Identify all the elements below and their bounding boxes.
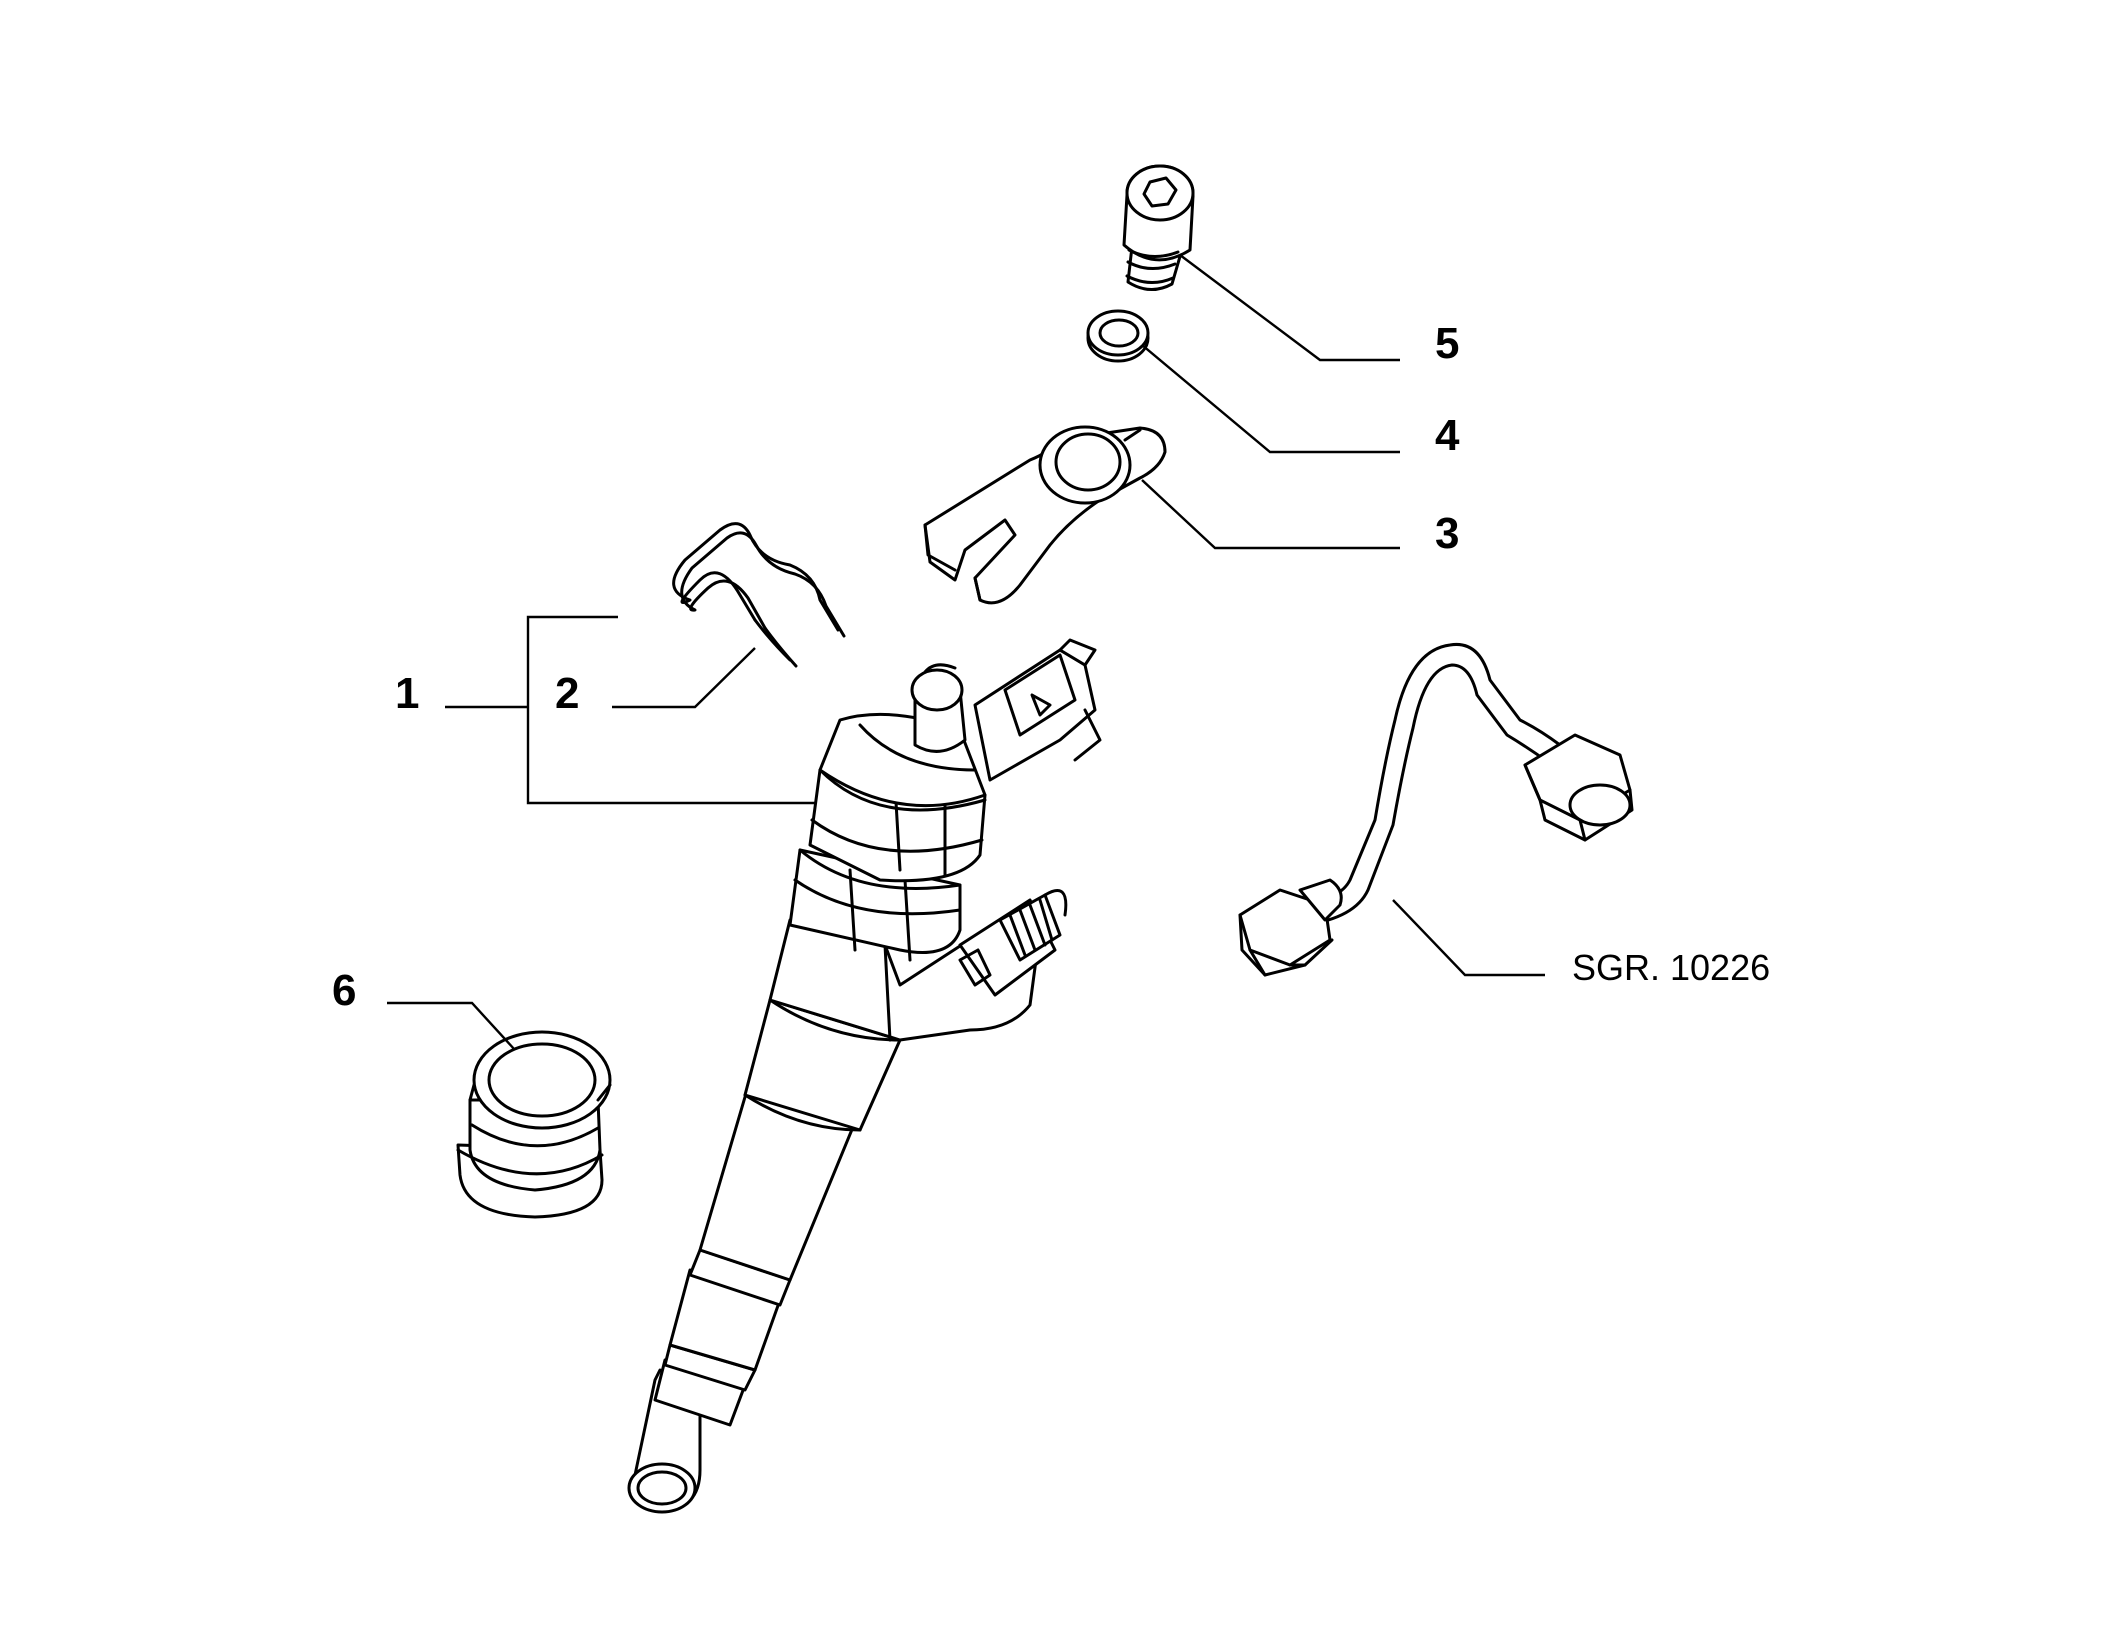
leader-line-5	[1179, 254, 1400, 362]
callout-5: 5	[1435, 319, 1459, 368]
leader-line-4	[1141, 344, 1400, 454]
washer-part	[1086, 309, 1150, 363]
injector-part	[627, 638, 1102, 1514]
leader-bracket-1	[526, 615, 815, 805]
fuel-pipe-part	[1238, 642, 1634, 977]
wire-clip-part	[672, 522, 846, 668]
callout-1: 1	[395, 669, 419, 718]
screw-part	[1122, 164, 1195, 291]
callout-4: 4	[1435, 411, 1460, 460]
leader-line-2	[612, 647, 756, 709]
seal-sleeve-part	[456, 1030, 612, 1219]
leader-lines	[387, 254, 1545, 1051]
clamp-bracket-part	[923, 425, 1167, 605]
leader-line-ref	[1392, 899, 1545, 977]
callout-3: 3	[1435, 509, 1459, 558]
callout-6: 6	[332, 966, 356, 1015]
leader-line-3	[1141, 479, 1400, 550]
reference-code: SGR. 10226	[1572, 947, 1770, 988]
leader-line-6	[387, 1001, 516, 1051]
callout-2: 2	[555, 669, 579, 718]
